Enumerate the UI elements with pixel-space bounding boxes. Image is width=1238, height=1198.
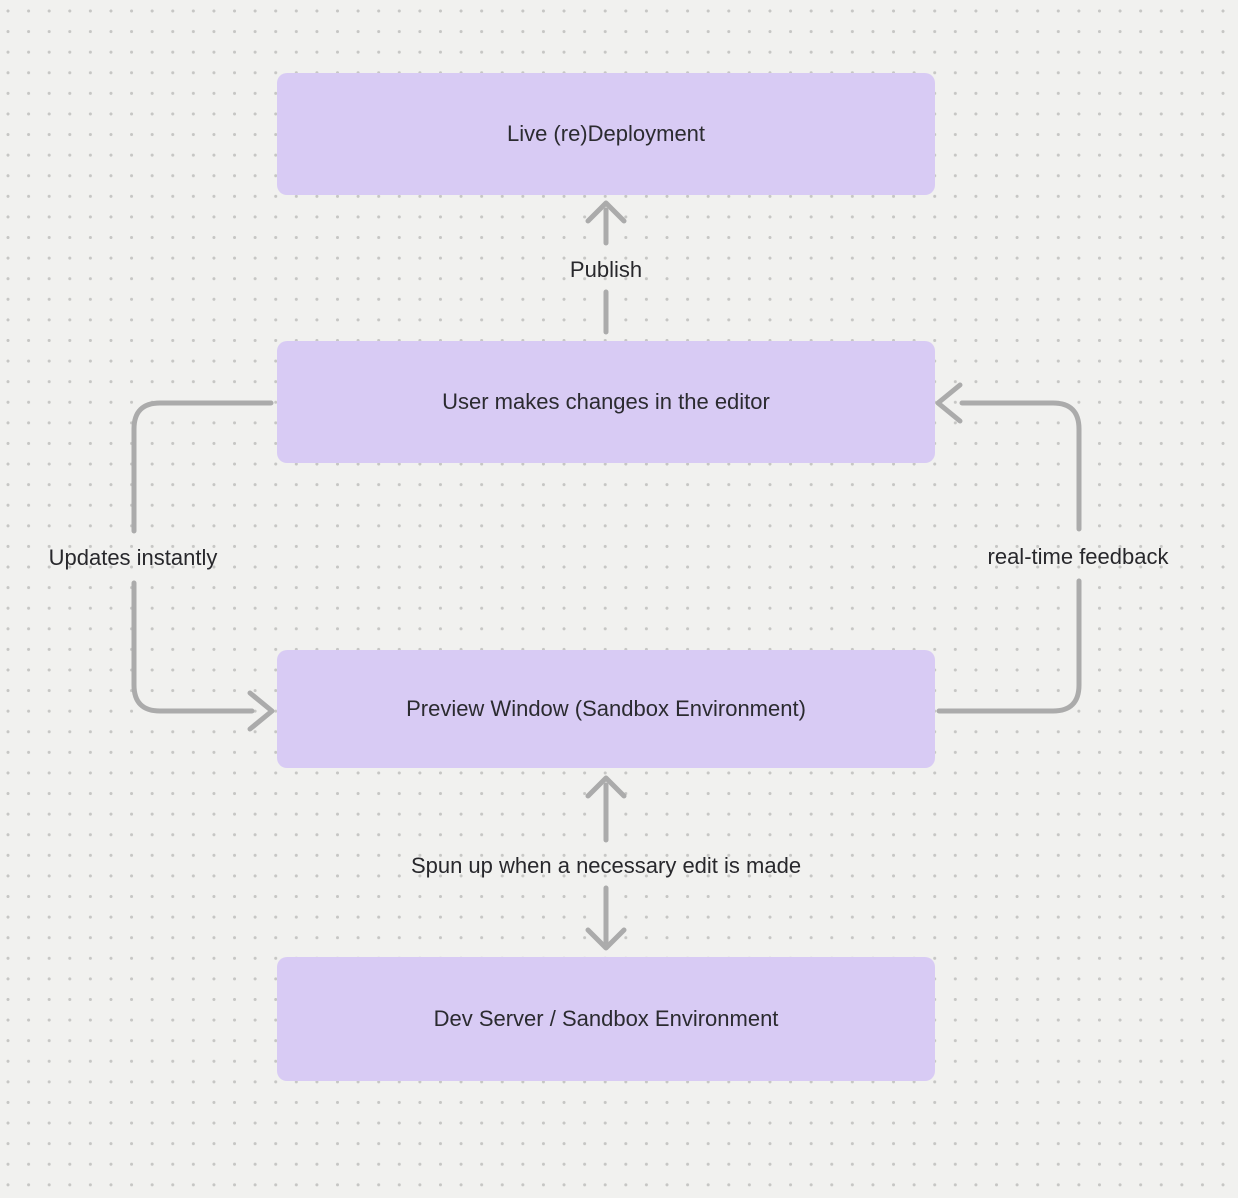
arrowhead-left-icon bbox=[935, 382, 963, 424]
node-dev-server[interactable]: Dev Server / Sandbox Environment bbox=[277, 957, 935, 1081]
arrowhead-up-icon bbox=[585, 775, 627, 799]
arrowhead-down-icon bbox=[585, 927, 627, 951]
publish-arrow bbox=[585, 200, 627, 335]
edge-label-updates-instantly: Updates instantly bbox=[48, 545, 218, 570]
arrowhead-right-icon bbox=[247, 690, 275, 732]
node-label: User makes changes in the editor bbox=[442, 389, 770, 415]
left-loop-lower-segment bbox=[131, 580, 255, 714]
node-live-redeployment[interactable]: Live (re)Deployment bbox=[277, 73, 935, 195]
node-label: Dev Server / Sandbox Environment bbox=[433, 1006, 779, 1032]
edge-label-spun-up: Spun up when a necessary edit is made bbox=[410, 853, 802, 878]
left-loop-upper-segment bbox=[131, 400, 274, 534]
node-editor-changes[interactable]: User makes changes in the editor bbox=[277, 341, 935, 463]
spun-up-arrow bbox=[585, 775, 627, 951]
right-loop-lower-segment bbox=[936, 578, 1082, 714]
realtime-feedback-arrow bbox=[935, 382, 1082, 714]
edge-label-publish: Publish bbox=[569, 257, 643, 282]
node-label: Preview Window (Sandbox Environment) bbox=[406, 696, 806, 722]
node-preview-window[interactable]: Preview Window (Sandbox Environment) bbox=[277, 650, 935, 768]
right-loop-upper-segment bbox=[959, 400, 1082, 532]
edge-label-realtime-feedback: real-time feedback bbox=[987, 544, 1169, 569]
publish-arrowhead-up-icon bbox=[585, 200, 627, 224]
node-label: Live (re)Deployment bbox=[506, 121, 706, 147]
updates-instantly-arrow bbox=[131, 400, 275, 732]
